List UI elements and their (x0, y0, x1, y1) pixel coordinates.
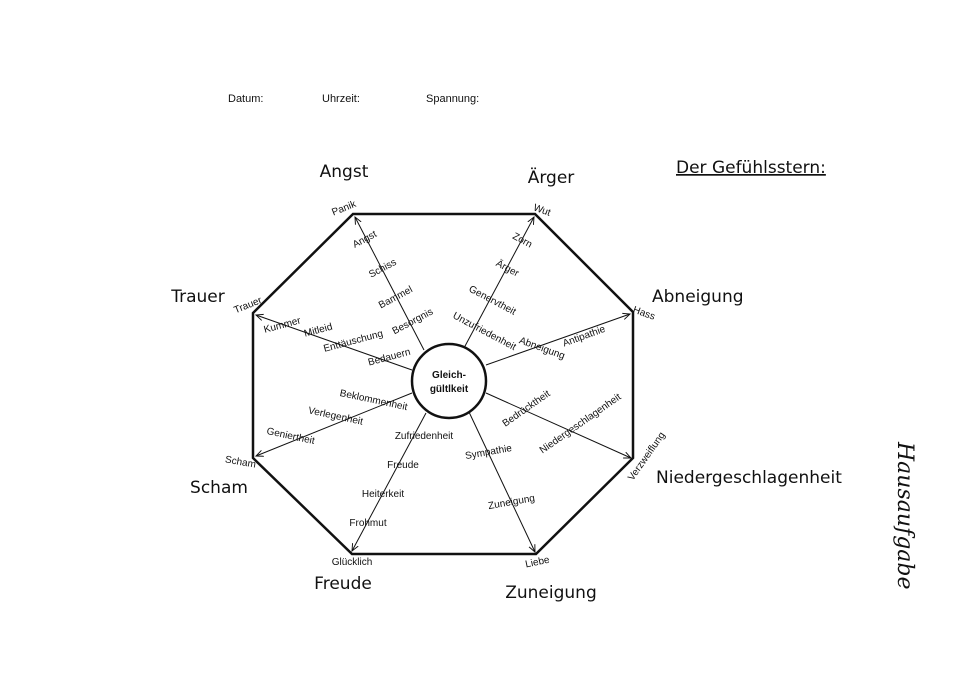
spoke-word: Antipathie (561, 324, 607, 350)
tip-label-angst: Panik (330, 199, 358, 219)
corner-label-niedergeschlagenheit: Niedergeschlagenheit (656, 468, 842, 488)
tip-label-abneigung: Hass (631, 305, 656, 323)
page-title: Der Gefühlsstern: (676, 158, 826, 178)
tip-label-aerger: Wut (532, 202, 553, 218)
spoke-word: Verlegenheit (307, 405, 364, 427)
spoke-trauer (256, 315, 413, 371)
center-label-line1: Gleich- (432, 370, 466, 381)
corner-label-angst: Angst (320, 162, 369, 182)
spoke-word: Ärger (494, 257, 522, 279)
handwritten-note: Hausaufgabe (892, 441, 917, 590)
spoke-zuneigung (468, 411, 535, 552)
spokes (256, 217, 631, 552)
corner-label-zuneigung: Zuneigung (505, 583, 597, 603)
spoke-scham (256, 392, 413, 456)
spoke-word: Niedergeschlagenheit (538, 392, 624, 457)
spoke-word: Beklommenheit (339, 388, 409, 413)
spoke-word: Zuneigung (487, 493, 535, 512)
uhrzeit-label: Uhrzeit: (322, 93, 360, 105)
corner-label-aerger: Ärger (528, 167, 575, 188)
spoke-word: Sympathie (464, 443, 513, 462)
tip-label-freude: Glücklich (332, 557, 373, 568)
spoke-word: Genervtheit (467, 284, 518, 318)
spoke-word: Zufriedenheit (395, 431, 454, 442)
corner-label-abneigung: Abneigung (652, 287, 744, 307)
spoke-angst (355, 217, 425, 351)
spoke-word: Bammel (377, 284, 415, 311)
datum-label: Datum: (228, 93, 263, 105)
spoke-niedergeschlagenheit (485, 392, 631, 458)
spoke-word: Bedauern (367, 347, 412, 369)
corner-label-scham: Scham (190, 478, 248, 498)
corner-label-freude: Freude (314, 574, 372, 594)
spannung-label: Spannung: (426, 93, 479, 105)
spoke-freude (352, 412, 427, 551)
tip-label-trauer: Trauer (233, 295, 265, 316)
octagon-outline (251, 212, 635, 556)
spoke-aerger (463, 217, 534, 349)
tip-label-scham: Scham (224, 454, 257, 470)
spoke-word: Freude (387, 460, 419, 471)
spoke-word: Bedrücktheit (501, 388, 553, 429)
center-circle (410, 342, 488, 420)
spoke-word: Schiss (367, 257, 398, 281)
spoke-word: Frohmut (349, 518, 386, 529)
spoke-word: Angst (351, 229, 379, 251)
spoke-abneigung (485, 314, 630, 366)
spoke-word: Zorn (511, 231, 534, 250)
spoke-word: Besorgnis (391, 306, 435, 337)
spoke-word: Kummer (263, 315, 303, 336)
tip-label-zuneigung: Liebe (524, 555, 551, 571)
spoke-word: Heiterkeit (362, 489, 404, 500)
corner-label-trauer: Trauer (170, 287, 225, 307)
center-label-line2: gültlkeit (430, 384, 469, 395)
spoke-word: Geniertheit (265, 426, 315, 447)
